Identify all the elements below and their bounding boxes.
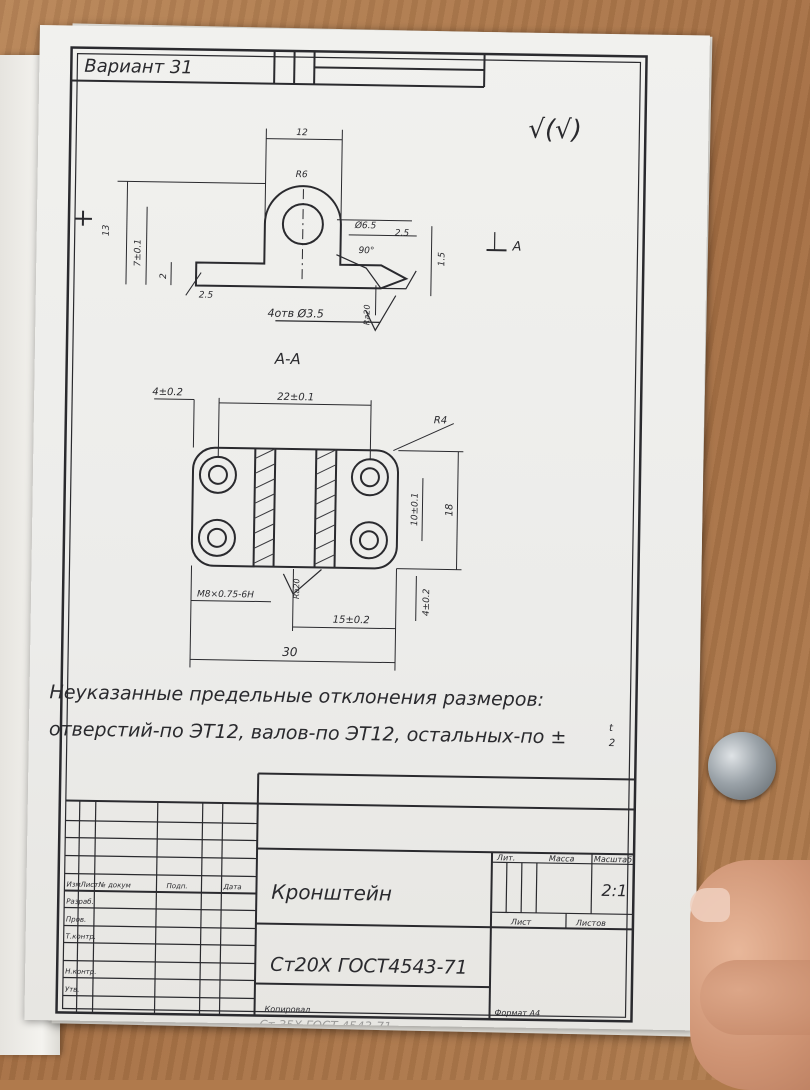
tb-sign-col: Подп. <box>166 882 187 890</box>
dim-left-offset: 4±0.2 <box>152 387 183 398</box>
tb-nkontr: Н.контр. <box>65 968 96 976</box>
dim-spacing: 10±0.1 <box>410 493 421 526</box>
tb-sheet: Лист <box>510 917 532 926</box>
roughness-mark: √(√) <box>528 115 582 146</box>
section-arrow-label: A <box>511 239 521 254</box>
tb-copied: Копировал <box>264 1005 310 1015</box>
dim-angle: 90° <box>358 246 374 256</box>
dim-step: 1.5 <box>437 252 447 267</box>
tb-format: Формат А4 <box>494 1008 540 1018</box>
tb-tkontr: Т.контр. <box>66 933 96 941</box>
dim-chamfer-right: 2.5 <box>395 229 410 239</box>
thread-spec: M8×0.75-6H <box>197 590 254 601</box>
tb-date-col: Дата <box>222 883 241 891</box>
tb-utv: Утв. <box>65 986 80 994</box>
drawing-sheet: Bариант 31 √(√) 12 R6 13 7±0.1 2 2.5 Ø6.… <box>24 25 710 1030</box>
tb-scale: 2:1 <box>601 881 627 900</box>
technical-drawing: Bариант 31 √(√) 12 R6 13 7±0.1 2 2.5 Ø6.… <box>24 25 710 1030</box>
dim-base: 2 <box>159 273 169 279</box>
dim-overall: 30 <box>282 645 298 659</box>
holes-note: 4отв Ø3.5 <box>267 307 323 321</box>
dim-height: 13 <box>102 224 112 236</box>
tb-izm: Изм <box>66 881 81 889</box>
fingernail <box>690 888 730 922</box>
dim-chamfer-left: 2.5 <box>199 291 214 301</box>
coin <box>708 732 776 800</box>
dim-hole-dia: Ø6.5 <box>354 220 377 231</box>
dim-radius: R6 <box>296 170 308 180</box>
finger-lower <box>700 960 810 1035</box>
dim-height-section: 18 <box>444 504 455 517</box>
dim-radius-section: R4 <box>434 415 447 426</box>
tb-list-col: Лист <box>79 881 99 889</box>
tb-lit: Лит. <box>496 853 516 862</box>
tb-razrab: Разраб. <box>66 898 94 906</box>
note-line-2: отверстий-по ЭТ12, валов-по ЭТ12, осталь… <box>49 718 567 748</box>
section-title: A-A <box>274 350 301 368</box>
roughness-section: Ra20 <box>292 578 301 599</box>
tb-sheets: Листов <box>575 919 606 928</box>
note-fraction-top: t <box>609 723 614 734</box>
roughness-top: Ra20 <box>362 304 371 325</box>
dim-half: 15±0.2 <box>333 615 370 627</box>
dim-width: 12 <box>296 128 308 138</box>
dim-bottom-offset: 4±0.2 <box>422 588 432 616</box>
material-spec: Ст20Х ГОСТ4543-71 <box>270 954 468 979</box>
dim-span: 22±0.1 <box>277 392 314 404</box>
tb-prov: Пров. <box>66 916 86 924</box>
variant-label: Bариант 31 <box>84 56 193 79</box>
tb-doc-col: № докум <box>97 881 131 890</box>
tb-scale-header: Масштаб <box>594 855 632 865</box>
dim-thickness: 7±0.1 <box>133 239 143 267</box>
note-fraction-bottom: 2 <box>609 738 616 749</box>
part-name: Кронштейн <box>271 880 392 906</box>
note-line-1: Неуказанные предельные отклонения размер… <box>49 681 544 711</box>
tb-mass: Масса <box>549 854 575 863</box>
